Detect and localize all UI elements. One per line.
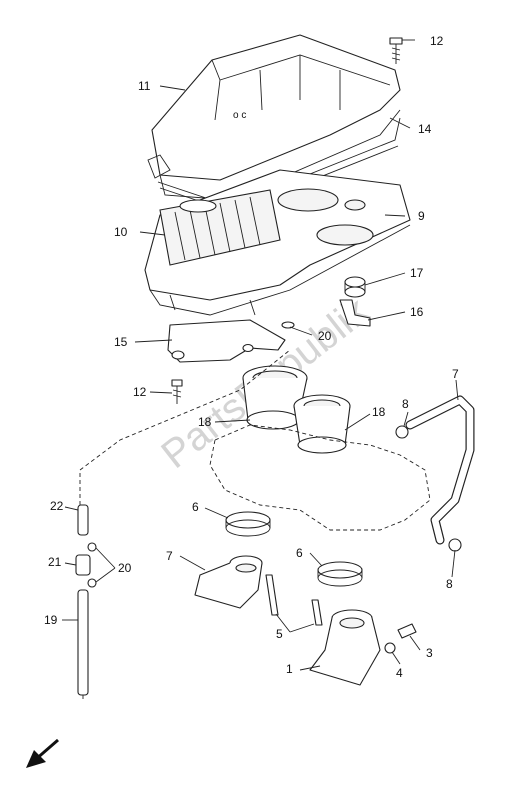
callout-12-top: 12 <box>430 34 444 48</box>
joint-21 <box>75 554 91 576</box>
callout-17: 17 <box>410 266 424 280</box>
breather-hose-right <box>405 395 475 545</box>
callout-6-right: 6 <box>296 546 303 560</box>
hose-clip-right-lower <box>448 538 462 552</box>
callout-1: 1 <box>286 662 293 676</box>
throttle-body-outline <box>209 424 431 531</box>
bolt-right <box>311 599 323 626</box>
hose-22 <box>77 504 89 536</box>
callout-12-lower: 12 <box>133 385 147 399</box>
bolt-left <box>265 574 279 616</box>
callout-8-bottom: 8 <box>446 577 453 591</box>
callout-20-left: 20 <box>118 561 132 575</box>
callout-19: 19 <box>44 613 58 627</box>
screw-lower <box>171 379 183 404</box>
callout-4: 4 <box>396 666 403 680</box>
callout-15: 15 <box>114 335 128 349</box>
plug <box>397 623 417 639</box>
intake-joint-left <box>242 365 308 430</box>
breather-fitting <box>339 299 371 327</box>
clip-20-lower <box>87 578 97 588</box>
callout-10: 10 <box>114 225 128 239</box>
grommet <box>344 276 366 298</box>
callout-20-top: 20 <box>318 329 332 343</box>
clip-20-upper <box>87 542 97 552</box>
intake-joint-right <box>293 394 351 454</box>
callout-3: 3 <box>426 646 433 660</box>
front-arrow-icon <box>26 738 59 768</box>
callout-6-left: 6 <box>192 500 199 514</box>
clamp-left <box>225 511 271 537</box>
vacuum-line-dashed <box>79 349 291 505</box>
callout-18-right: 18 <box>372 405 386 419</box>
callout-8-top: 8 <box>402 397 409 411</box>
callout-16: 16 <box>410 305 424 319</box>
intake-manifold-right <box>309 609 381 686</box>
callout-22: 22 <box>50 499 64 513</box>
leader-lines <box>62 39 459 671</box>
callout-5: 5 <box>276 627 283 641</box>
hose-19-body <box>77 589 89 696</box>
callout-9: 9 <box>418 209 425 223</box>
clamp-right <box>317 561 363 587</box>
intake-manifold-left <box>194 555 263 609</box>
bracket <box>167 319 286 363</box>
callout-18-left: 18 <box>198 415 212 429</box>
filter-element <box>159 189 281 266</box>
screw-top <box>389 37 403 64</box>
callout-7-left: 7 <box>166 549 173 563</box>
washer <box>384 642 396 654</box>
callout-21: 21 <box>48 555 62 569</box>
callout-11: 11 <box>138 79 151 93</box>
callout-14: 14 <box>418 122 432 136</box>
clip-top <box>281 321 295 329</box>
air-cleaner-cover: o c <box>147 34 401 201</box>
callout-7-right: 7 <box>452 367 459 381</box>
hose-clip-right-upper <box>395 425 409 439</box>
cover-mark: o c <box>233 110 246 121</box>
